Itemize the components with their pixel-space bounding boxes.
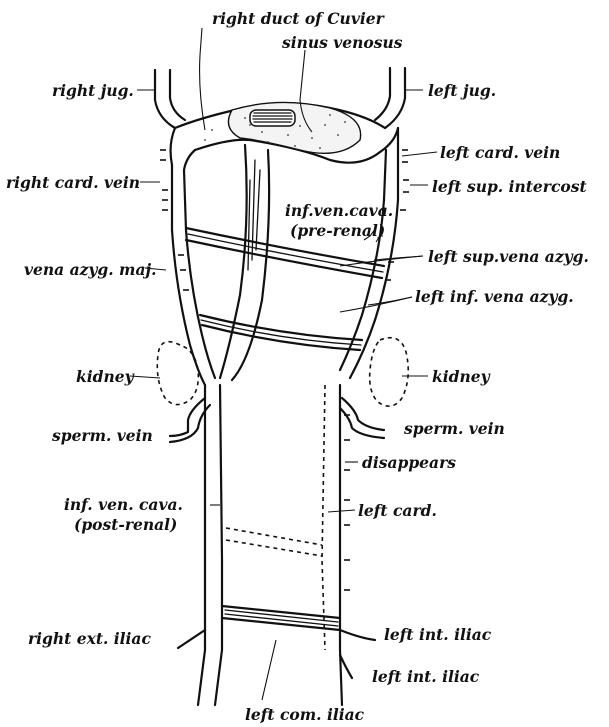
left-kidney: [370, 338, 409, 406]
label-left-sup-vena-azyg: left sup.vena azyg.: [428, 247, 589, 266]
label-inf-ven-cava-pre-line1: inf.ven.cava.: [285, 201, 393, 220]
label-left-int-iliac-upper: left int. iliac: [384, 625, 492, 644]
label-left-sup-intercost: left sup. intercost: [432, 177, 587, 196]
label-left-inf-vena-azyg: left inf. vena azyg.: [415, 287, 574, 306]
ivc-prerenal-right-edge: [232, 150, 269, 380]
left-common-iliac-band: [222, 606, 340, 630]
label-left-int-iliac-lower: left int. iliac: [372, 667, 480, 686]
label-right-duct-of-cuvier: right duct of Cuvier: [212, 9, 386, 28]
ivc-postrenal-inner: [215, 385, 222, 705]
label-kidney-right-side: kidney: [432, 367, 491, 386]
dashed-anastomosis-top: [226, 528, 322, 545]
label-inf-ven-cava-post-line2: (post-renal): [74, 515, 177, 534]
right-jugular-vein-inner: [170, 70, 185, 120]
label-kidney-left-side: kidney: [76, 367, 135, 386]
left-jugular-vein-inner: [375, 68, 390, 120]
left-jugular-vein: [385, 68, 405, 128]
label-sinus-venosus: sinus venosus: [282, 33, 403, 52]
right-cardinal-vein: [172, 165, 205, 385]
right-jugular-vein: [155, 70, 175, 128]
label-sperm-vein-left-side: sperm. vein: [52, 426, 153, 445]
label-inf-ven-cava-pre-line2: (pre-renal): [290, 221, 385, 240]
label-right-card-vein: right card. vein: [6, 173, 140, 192]
left-cardinal-remnant-outer: [322, 385, 325, 650]
label-right-ext-iliac: right ext. iliac: [28, 629, 151, 648]
sinus-venosus-opening: [250, 110, 295, 126]
label-sperm-vein-right-side: sperm. vein: [404, 419, 505, 438]
label-left-com-iliac: left com. iliac: [245, 705, 365, 724]
ivc-prerenal-left-edge: [220, 145, 247, 378]
upper-anastomosis-bottom: [186, 240, 382, 278]
right-external-iliac: [178, 630, 205, 648]
ivc-postrenal-outer: [198, 385, 205, 705]
label-left-card: left card.: [358, 501, 437, 520]
label-left-card-vein: left card. vein: [440, 143, 560, 162]
right-duct-of-cuvier: [171, 128, 195, 170]
right-spermatic-vein: [170, 398, 205, 436]
label-inf-ven-cava-post-line1: inf. ven. cava.: [64, 495, 183, 514]
left-internal-iliac-upper: [340, 630, 375, 640]
label-left-jug: left jug.: [428, 81, 496, 100]
left-card-ticks: [344, 415, 350, 590]
left-spermatic-vein: [342, 398, 384, 430]
right-cardinal-vein-inner: [184, 170, 215, 378]
label-right-jug: right jug.: [52, 81, 134, 100]
label-vena-azyg-maj: vena azyg. maj.: [24, 260, 157, 279]
label-disappears: disappears: [362, 453, 456, 472]
